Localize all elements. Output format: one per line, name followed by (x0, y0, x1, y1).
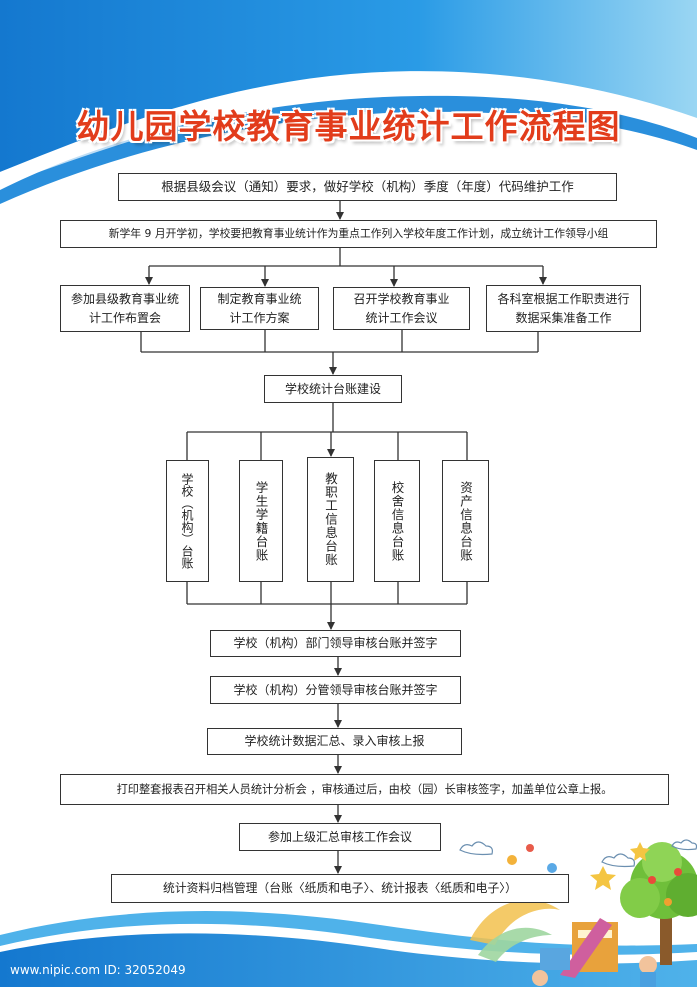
task-county-meeting: 参加县级教育事业统计工作布置会 (60, 285, 190, 332)
step-print-and-report: 打印整套报表召开相关人员统计分析会 ，审核通过后，由校（园）长审核签字，加盖单位… (60, 774, 669, 805)
task-data-preparation: 各科室根据工作职责进行数据采集准备工作 (486, 285, 641, 332)
ledger-building-info: 校舍信息台账 (374, 460, 420, 582)
page-title: 幼儿园学校教育事业统计工作流程图 (76, 107, 621, 146)
top-banner (0, 0, 697, 172)
step-ledger-building: 学校统计台账建设 (264, 375, 402, 403)
task-work-plan: 制定教育事业统计工作方案 (200, 287, 319, 330)
cloud-decoration (459, 839, 697, 868)
ledger-school-institution: 学校（机构）台账 (166, 460, 209, 582)
cartoon-tree (620, 842, 697, 965)
step-department-review: 学校（机构）部门领导审核台账并签字 (210, 630, 461, 657)
watermark-text: www.nipic.com ID: 32052049 (10, 963, 186, 977)
ledger-staff-info: 教职工信息台账 (307, 457, 354, 582)
ledger-student-records: 学生学籍台账 (239, 460, 283, 582)
step-archive-management: 统计资料归档管理（台账〈纸质和电子〉、统计报表〈纸质和电子〉） (111, 874, 569, 903)
bottom-swoosh (0, 911, 697, 955)
step-upper-level-meeting: 参加上级汇总审核工作会议 (239, 823, 441, 851)
step-code-maintenance: 根据县级会议（通知）要求，做好学校（机构）季度（年度）代码维护工作 (118, 173, 617, 201)
task-school-meeting: 召开学校教育事业统计工作会议 (333, 287, 470, 330)
step-data-summary: 学校统计数据汇总、录入审核上报 (207, 728, 462, 755)
step-leader-review: 学校（机构）分管领导审核台账并签字 (210, 676, 461, 704)
cartoon-books (470, 842, 657, 987)
step-annual-plan: 新学年 9 月开学初，学校要把教育事业统计作为重点工作列入学校年度工作计划，成立… (60, 220, 657, 248)
ledger-asset-info: 资产信息台账 (442, 460, 489, 582)
top-swoosh-1 (0, 95, 697, 204)
bottom-banner (0, 933, 697, 987)
